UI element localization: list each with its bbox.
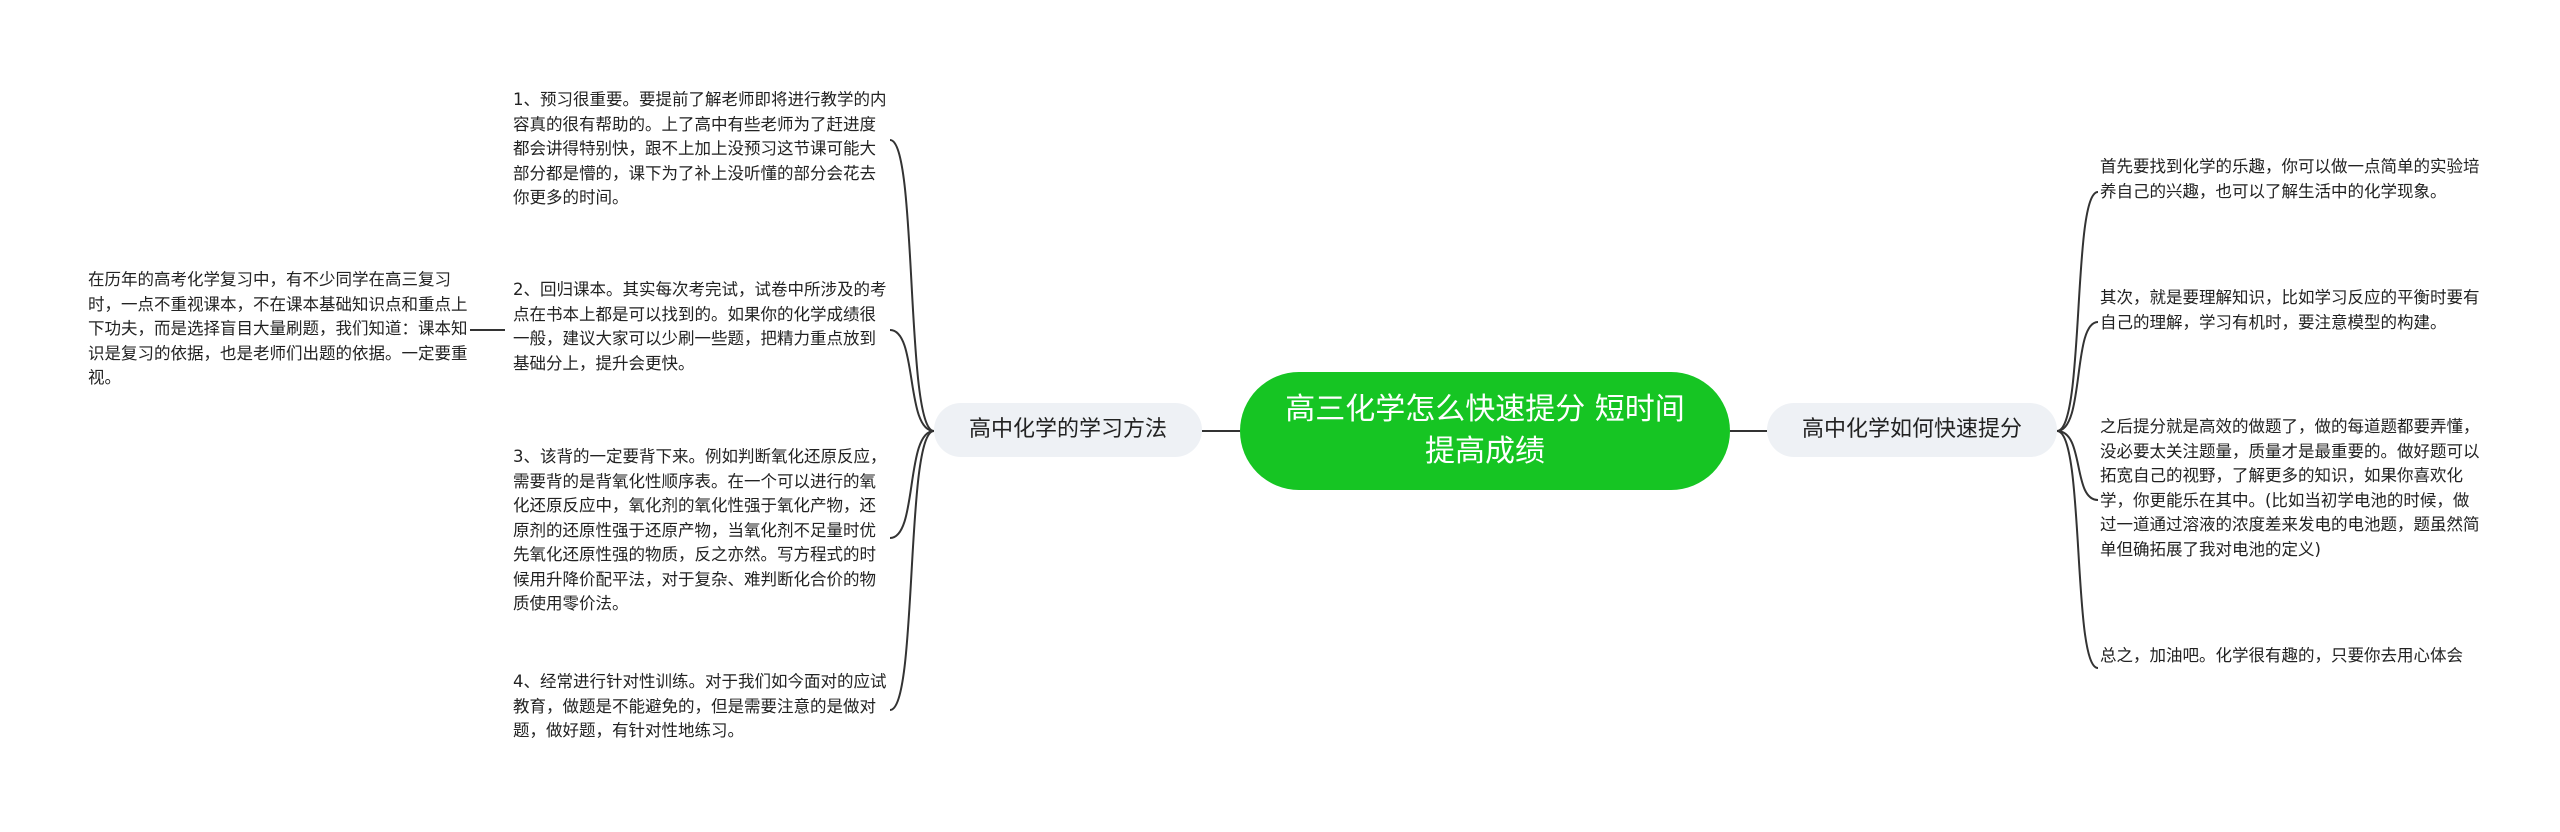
link-right-item-1 [2056,191,2099,432]
branch-learning-methods[interactable]: 高中化学的学习方法 [934,403,1202,457]
link-right-item-4 [2056,430,2099,669]
link-right-item-2 [2056,321,2099,432]
link-left-item-1 [889,139,935,432]
root-topic[interactable]: 高三化学怎么快速提分 短时间提高成绩 [1240,372,1730,490]
left-item-textbook-text: 2、回归课本。其实每次考完试，试卷中所涉及的考点在书本上都是可以找到的。如果你的… [513,280,887,373]
right-item-conclusion-text: 总之，加油吧。化学很有趣的，只要你去用心体会 [2100,646,2463,665]
right-item-understanding[interactable]: 其次，就是要理解知识，比如学习反应的平衡时要有自己的理解，学习有机时，要注意模型… [2100,286,2480,335]
branch-quick-score-boost[interactable]: 高中化学如何快速提分 [1767,403,2057,457]
left-item-preview-text: 1、预习很重要。要提前了解老师即将进行教学的内容真的很有帮助的。上了高中有些老师… [513,90,887,207]
link-left-item-2 [889,329,935,432]
left-item-practice-text: 4、经常进行针对性训练。对于我们如今面对的应试教育，做题是不能避免的，但是需要注… [513,672,887,740]
right-item-efficient-practice-text: 之后提分就是高效的做题了，做的每道题都要弄懂，没必要太关注题量，质量才是最重要的… [2100,417,2480,559]
right-item-efficient-practice[interactable]: 之后提分就是高效的做题了，做的每道题都要弄懂，没必要太关注题量，质量才是最重要的… [2100,415,2480,562]
sub-note-textbook-importance[interactable]: 在历年的高考化学复习中，有不少同学在高三复习时，一点不重视课本，不在课本基础知识… [88,268,468,391]
left-item-memorize-text: 3、该背的一定要背下来。例如判断氧化还原反应，需要背的是背氧化性顺序表。在一个可… [513,447,887,613]
left-item-memorize[interactable]: 3、该背的一定要背下来。例如判断氧化还原反应，需要背的是背氧化性顺序表。在一个可… [513,445,891,617]
branch-quick-score-boost-label: 高中化学如何快速提分 [1801,417,2022,442]
right-item-conclusion[interactable]: 总之，加油吧。化学很有趣的，只要你去用心体会 [2100,644,2480,669]
right-item-understanding-text: 其次，就是要理解知识，比如学习反应的平衡时要有自己的理解，学习有机时，要注意模型… [2100,288,2480,332]
right-item-interest-text: 首先要找到化学的乐趣，你可以做一点简单的实验培养自己的兴趣，也可以了解生活中的化… [2100,157,2480,201]
left-item-preview[interactable]: 1、预习很重要。要提前了解老师即将进行教学的内容真的很有帮助的。上了高中有些老师… [513,88,891,211]
root-topic-label: 高三化学怎么快速提分 短时间提高成绩 [1285,392,1685,469]
sub-note-text: 在历年的高考化学复习中，有不少同学在高三复习时，一点不重视课本，不在课本基础知识… [88,270,468,387]
left-item-practice[interactable]: 4、经常进行针对性训练。对于我们如今面对的应试教育，做题是不能避免的，但是需要注… [513,670,891,744]
link-left-item-4 [889,430,935,711]
link-left-item-3 [889,430,935,539]
link-right-item-3 [2056,430,2099,501]
left-item-textbook[interactable]: 2、回归课本。其实每次考完试，试卷中所涉及的考点在书本上都是可以找到的。如果你的… [513,278,891,376]
right-item-interest[interactable]: 首先要找到化学的乐趣，你可以做一点简单的实验培养自己的兴趣，也可以了解生活中的化… [2100,155,2480,204]
branch-learning-methods-label: 高中化学的学习方法 [968,417,1167,442]
